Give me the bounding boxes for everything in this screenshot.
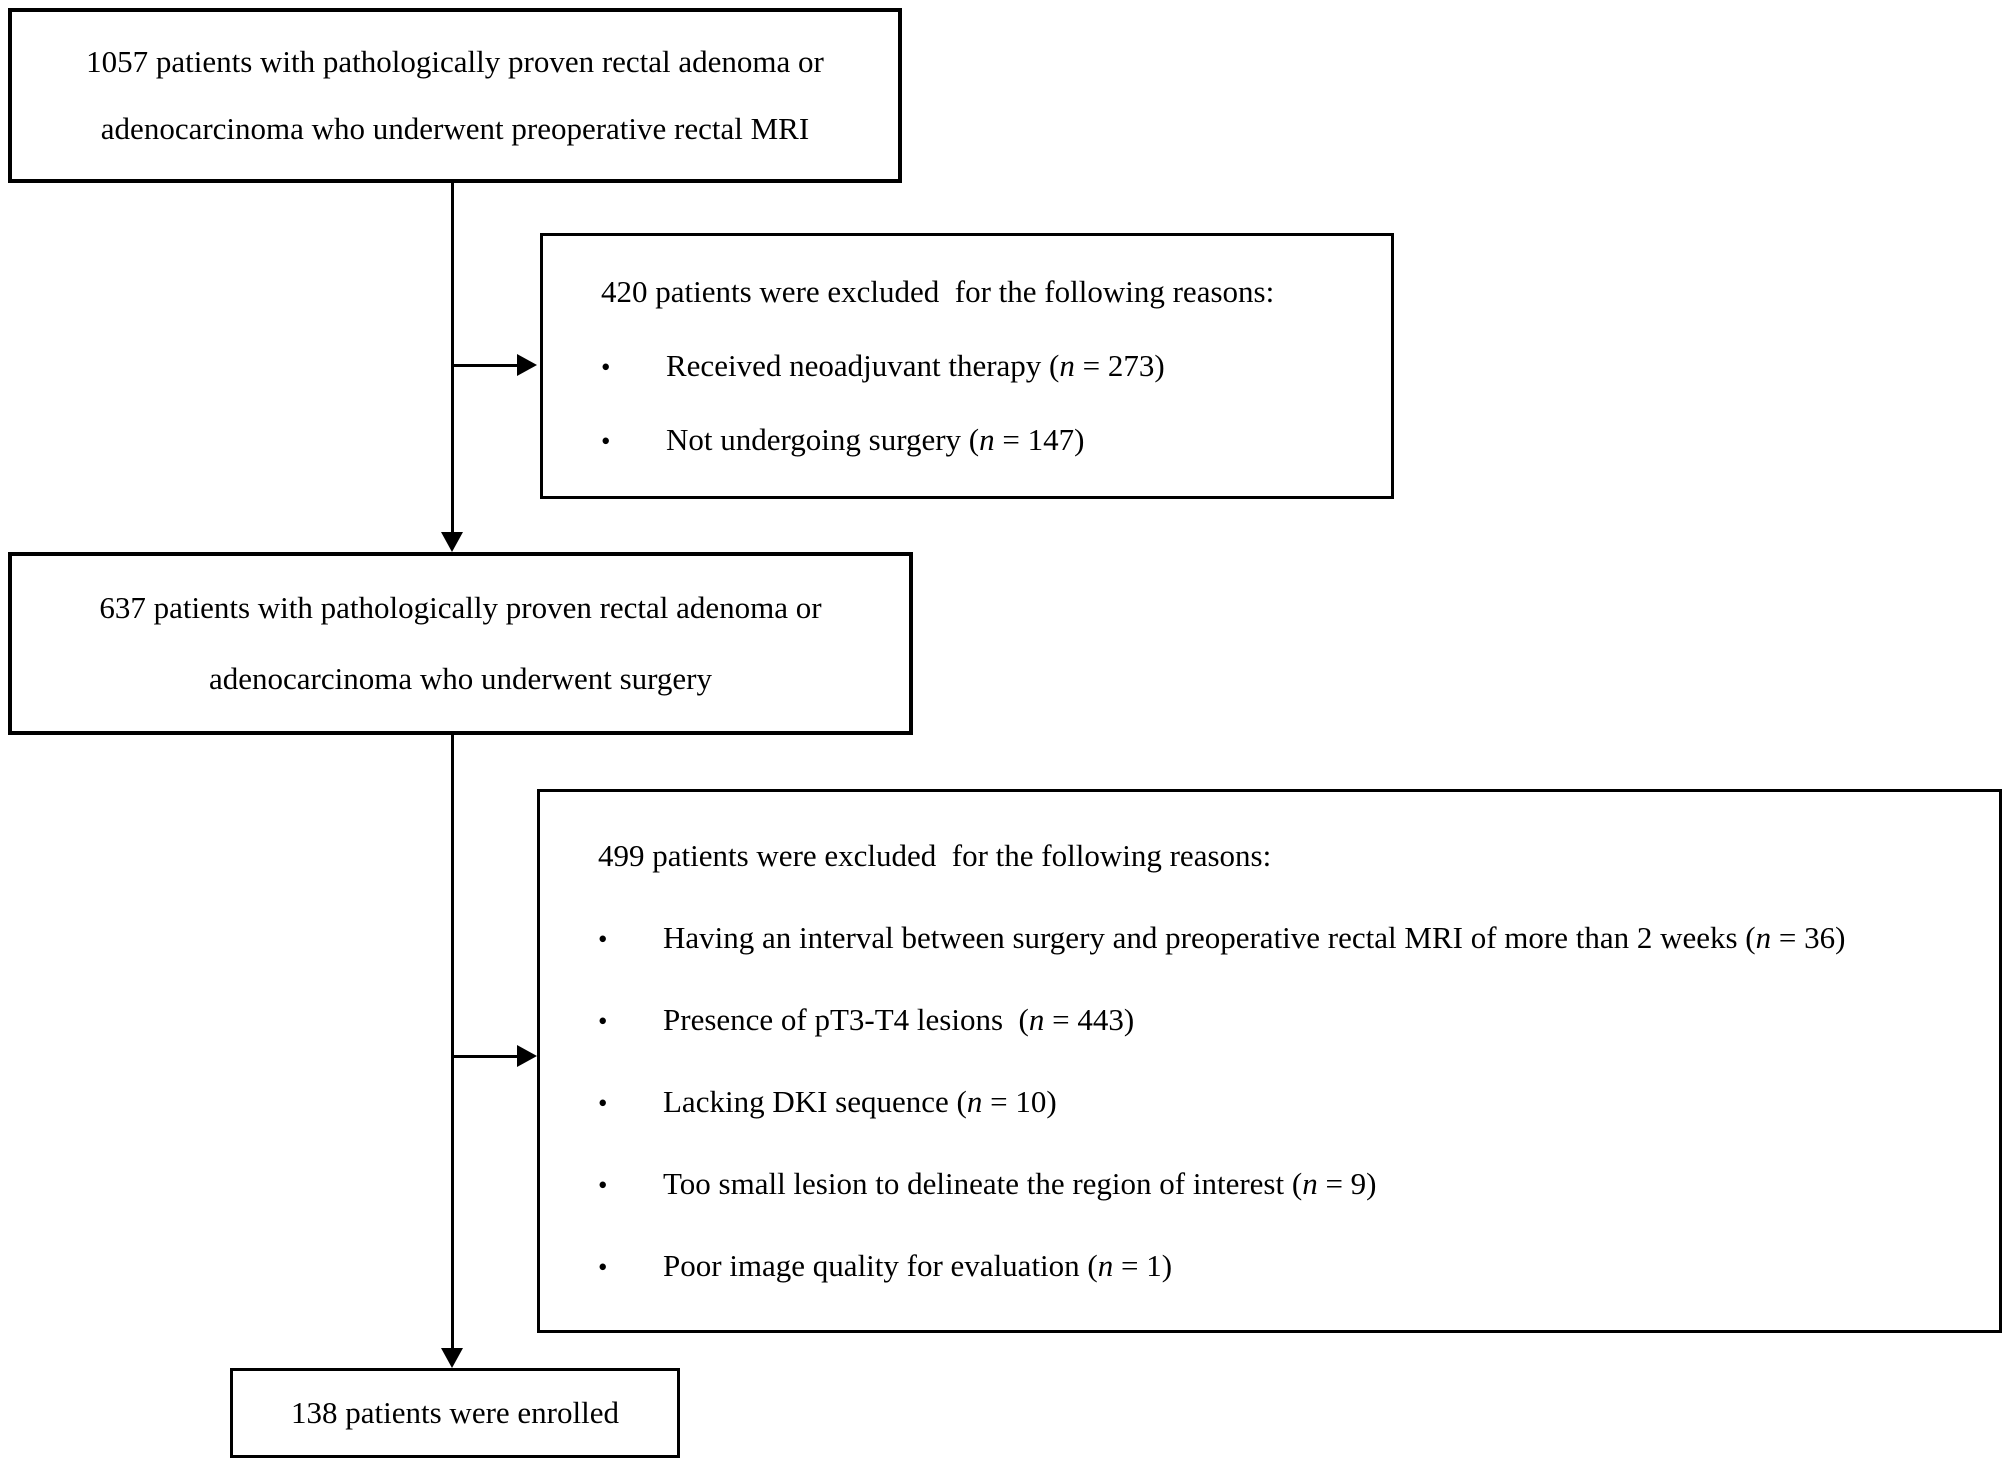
surgery-cohort-line-2: adenocarcinoma who underwent surgery <box>209 660 712 696</box>
connector-vertical-2 <box>451 735 454 1350</box>
exclusion-box-2: 499 patients were excluded for the follo… <box>537 789 2002 1333</box>
bullet-icon: • <box>601 426 611 456</box>
exclusion-2-item: • Lacking DKI sequence (n = 10) <box>598 1084 1993 1120</box>
bullet-icon: • <box>598 1006 608 1036</box>
initial-cohort-line-2: adenocarcinoma who underwent preoperativ… <box>100 111 810 147</box>
surgery-cohort-line-1: 637 patients with pathologically proven … <box>99 590 822 626</box>
connector-horizontal-2 <box>453 1055 517 1058</box>
exclusion-2-item: • Poor image quality for evaluation (n = … <box>598 1248 1993 1284</box>
bullet-icon: • <box>598 1170 608 1200</box>
flow-box-surgery-cohort: 637 patients with pathologically proven … <box>8 552 913 735</box>
exclusion-1-item-2-text: Not undergoing surgery (n = 147) <box>666 422 1085 457</box>
exclusion-2-item: • Too small lesion to delineate the regio… <box>598 1166 1993 1202</box>
exclusion-2-item-2-text: Presence of pT3-T4 lesions (n = 443) <box>663 1002 1135 1037</box>
exclusion-2-item-5-text: Poor image quality for evaluation (n = 1… <box>663 1248 1173 1283</box>
enrolled-text: 138 patients were enrolled <box>291 1395 619 1430</box>
flow-box-initial-cohort: 1057 patients with pathologically proven… <box>8 8 902 183</box>
exclusion-2-item-3-text: Lacking DKI sequence (n = 10) <box>663 1084 1057 1119</box>
connector-horizontal-1 <box>453 364 519 367</box>
arrowhead-right-icon-2 <box>517 1045 537 1067</box>
bullet-icon: • <box>598 924 608 954</box>
exclusion-1-item: • Not undergoing surgery (n = 147) <box>601 422 1385 458</box>
bullet-icon: • <box>598 1088 608 1118</box>
bullet-icon: • <box>601 352 611 382</box>
flow-box-enrolled: 138 patients were enrolled <box>230 1368 680 1458</box>
exclusion-2-item-4-text: Too small lesion to delineate the region… <box>663 1166 1377 1201</box>
connector-vertical-1 <box>451 183 454 543</box>
exclusion-2-heading: 499 patients were excluded for the follo… <box>598 838 1272 873</box>
exclusion-2-item: • Having an interval between surgery and … <box>598 920 1993 956</box>
exclusion-box-1: 420 patients were excluded for the follo… <box>540 233 1394 499</box>
exclusion-1-item: • Received neoadjuvant therapy (n = 273) <box>601 348 1385 384</box>
initial-cohort-line-1: 1057 patients with pathologically proven… <box>86 43 824 79</box>
bullet-icon: • <box>598 1252 608 1282</box>
arrowhead-down-icon-1 <box>441 532 463 552</box>
arrowhead-right-icon-1 <box>517 354 537 376</box>
exclusion-2-item: • Presence of pT3-T4 lesions (n = 443) <box>598 1002 1993 1038</box>
exclusion-2-item-1-text: Having an interval between surgery and p… <box>663 920 1846 955</box>
exclusion-1-item-1-text: Received neoadjuvant therapy (n = 273) <box>666 348 1165 383</box>
arrowhead-down-icon-2 <box>441 1348 463 1368</box>
exclusion-1-heading: 420 patients were excluded for the follo… <box>601 274 1275 309</box>
